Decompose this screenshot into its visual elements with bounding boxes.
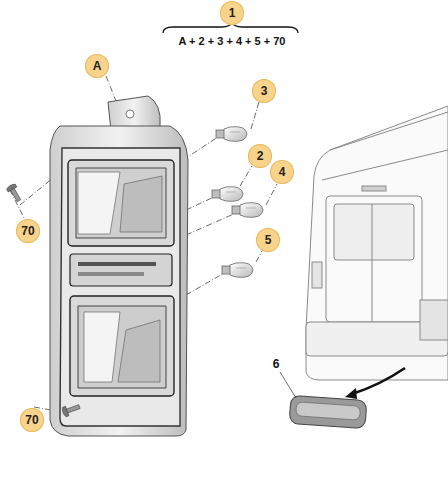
callout-number: 3 <box>261 85 268 97</box>
callout-circle: 70 <box>20 408 44 432</box>
callout-circle: 4 <box>270 160 294 184</box>
callout-number: A <box>93 60 102 72</box>
callout-circle: 1 <box>220 1 244 25</box>
callout-number: 6 <box>273 358 280 370</box>
callout-number: 2 <box>257 150 264 162</box>
callout-circle: 2 <box>248 144 272 168</box>
callout-circle: A <box>85 54 109 78</box>
callout-circle: 3 <box>252 79 276 103</box>
kit-composition: A + 2 + 3 + 4 + 5 + 70 <box>179 36 286 47</box>
callout-number: 4 <box>279 166 286 178</box>
callout-number: 70 <box>21 225 34 237</box>
callout-number: 5 <box>265 234 272 246</box>
callout-circle: 70 <box>16 219 40 243</box>
callout-circle: 5 <box>256 228 280 252</box>
callout-number: 1 <box>229 7 236 19</box>
callout-number: 70 <box>25 414 38 426</box>
